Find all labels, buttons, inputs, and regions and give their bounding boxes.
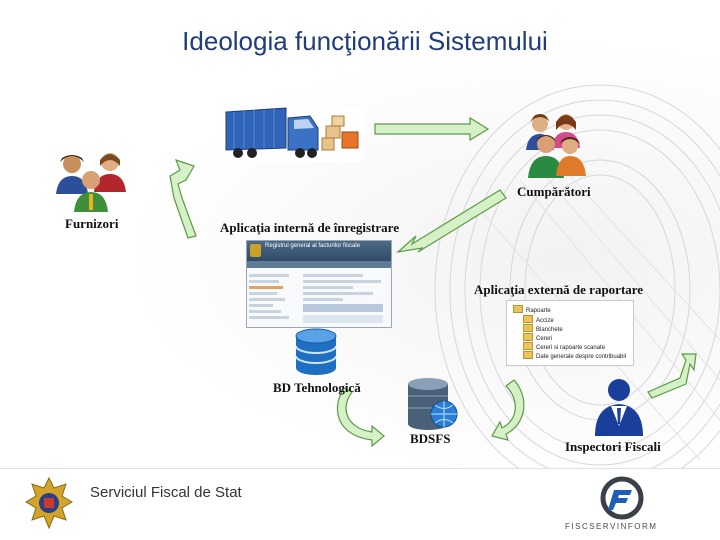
arrow-suppliers-loop: [169, 159, 197, 239]
label-buyers: Cumpărători: [517, 184, 591, 199]
label-tech-db: BD Tehnologică: [273, 380, 361, 395]
arrow-bdsfs-to-external: [491, 379, 525, 441]
emblem-icon: [25, 476, 73, 530]
tree-item: Date generale despre contribuabil: [523, 351, 626, 360]
label-external-app: Aplicaţia externă de raportare: [474, 282, 644, 297]
group-of-people-icon: [526, 114, 586, 178]
folder-icon: [523, 333, 533, 341]
internal-app-tabs: [247, 261, 391, 268]
truck-icon: [222, 106, 364, 162]
label-bdsfs: BDSFS: [410, 431, 451, 446]
internal-app-screenshot: Registrul general al facturilor fiscale: [246, 240, 392, 328]
footer-brand: FISCSERVINFORM: [565, 522, 658, 531]
server-globe-icon: [408, 378, 458, 430]
folder-icon: [513, 305, 523, 313]
arrow-truck-to-buyers: [374, 116, 490, 142]
fsi-logo-icon: [600, 476, 644, 520]
internal-app-title: Registrul general al facturilor fiscale: [265, 243, 361, 249]
internal-app-tree: [249, 271, 299, 322]
tree-item: Cereri si rapoarte scanate: [523, 342, 605, 351]
arrow-buyers-to-internal: [396, 189, 507, 253]
folder-icon: [523, 324, 533, 332]
label-suppliers: Furnizori: [65, 216, 119, 231]
arrow-inspector-loop: [647, 353, 697, 399]
internal-app-titlebar: Registrul general al facturilor fiscale: [247, 241, 391, 261]
arrow-db-to-bdsfs: [336, 387, 385, 448]
label-inspectors: Inspectori Fiscali: [565, 439, 661, 454]
tree-item: Blanchete: [523, 324, 563, 333]
page-title: Ideologia funcţionării Sistemului: [182, 26, 548, 56]
tree-item: Accize: [523, 315, 554, 324]
emblem-icon: [250, 244, 261, 257]
folder-icon: [523, 342, 533, 350]
inspector-person-icon: [595, 379, 643, 436]
tree-root: Rapoarte: [513, 305, 551, 314]
flow-arrows: .ar{fill:#d6f0c8;stroke:#5c9a45;stroke-w…: [169, 116, 697, 448]
label-internal-app: Aplicaţia internă de înregistrare: [220, 220, 399, 235]
folder-icon: [523, 315, 533, 323]
tree-item: Cereri: [523, 333, 552, 342]
footer-band: [0, 468, 720, 540]
folder-icon: [523, 351, 533, 359]
group-of-people-icon: [50, 150, 132, 216]
footer-organization: Serviciul Fiscal de Stat: [90, 484, 242, 501]
external-app-report-tree: Rapoarte Accize Blanchete Cereri Cereri …: [506, 300, 634, 366]
internal-app-form: [303, 271, 387, 326]
database-cylinder-icon: [295, 328, 337, 375]
